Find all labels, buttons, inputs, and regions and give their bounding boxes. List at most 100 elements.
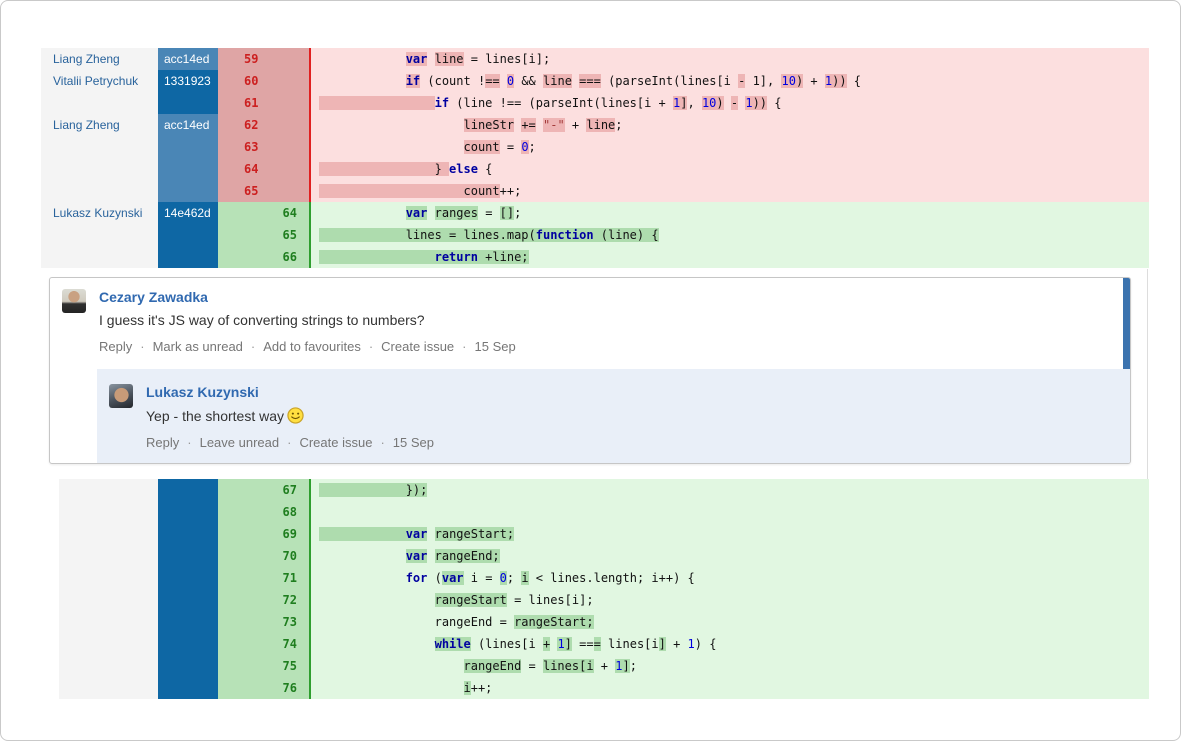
code-line[interactable]: rangeEnd = rangeStart; bbox=[311, 611, 1149, 633]
code-token: count bbox=[463, 140, 500, 154]
diff-row-new-68: 68 bbox=[59, 501, 1149, 523]
comment-main-action-create-issue[interactable]: Create issue bbox=[381, 339, 455, 354]
comment-main-action-add-to-favourites[interactable]: Add to favourites bbox=[263, 339, 361, 354]
line-number[interactable]: 68 bbox=[218, 501, 311, 523]
code-token: = bbox=[521, 659, 543, 673]
line-number[interactable]: 73 bbox=[218, 611, 311, 633]
code-line[interactable]: lineStr += "-" + line; bbox=[311, 114, 1149, 136]
code-line[interactable]: var rangeStart; bbox=[311, 523, 1149, 545]
comment-body: I guess it's JS way of converting string… bbox=[99, 312, 425, 328]
code-token: + bbox=[593, 659, 616, 673]
code-token: line bbox=[434, 52, 464, 66]
code-line[interactable]: rangeEnd = lines[i + 1]; bbox=[311, 655, 1149, 677]
code-token: (line !== (parseInt(lines[i + bbox=[449, 96, 674, 110]
diff-row-new-74: 74 while (lines[i + 1] === lines[i] + 1)… bbox=[59, 633, 1149, 655]
line-number[interactable]: 70 bbox=[218, 545, 311, 567]
line-number[interactable]: 66 bbox=[218, 246, 311, 268]
code-token: += bbox=[521, 118, 536, 132]
code-token: while bbox=[434, 637, 471, 651]
commit-hash bbox=[158, 611, 218, 633]
commit-hash[interactable]: 14e462d bbox=[158, 202, 218, 224]
comment-reply-action-reply[interactable]: Reply bbox=[146, 435, 180, 450]
author-cell[interactable]: Liang Zheng bbox=[41, 48, 158, 70]
line-number[interactable]: 62 bbox=[218, 114, 311, 136]
code-line[interactable]: rangeStart = lines[i]; bbox=[311, 589, 1149, 611]
code-token: var bbox=[405, 206, 428, 220]
avatar[interactable] bbox=[62, 289, 86, 313]
line-number[interactable]: 61 bbox=[218, 92, 311, 114]
code-line[interactable]: if (line !== (parseInt(lines[i + 1], 10)… bbox=[311, 92, 1149, 114]
author-cell[interactable]: Lukasz Kuzynski bbox=[41, 202, 158, 224]
code-token bbox=[319, 681, 464, 695]
comment-reply-action-create-issue[interactable]: Create issue bbox=[299, 435, 373, 450]
code-line[interactable]: count = 0; bbox=[311, 136, 1149, 158]
code-token bbox=[319, 637, 435, 651]
code-line[interactable]: while (lines[i + 1] === lines[i] + 1) { bbox=[311, 633, 1149, 655]
author-cell[interactable]: Vitalii Petrychuk bbox=[41, 70, 158, 92]
code-line[interactable]: i++; bbox=[311, 677, 1149, 699]
line-number[interactable]: 69 bbox=[218, 523, 311, 545]
line-number[interactable]: 67 bbox=[218, 479, 311, 501]
code-line[interactable]: if (count !== 0 && line === (parseInt(li… bbox=[311, 70, 1149, 92]
line-number[interactable]: 71 bbox=[218, 567, 311, 589]
code-token bbox=[427, 549, 434, 563]
comment-main-action-reply[interactable]: Reply bbox=[99, 339, 133, 354]
code-token: ; bbox=[629, 659, 637, 673]
line-number[interactable]: 74 bbox=[218, 633, 311, 655]
code-line[interactable] bbox=[311, 501, 1149, 523]
code-token: ; bbox=[506, 571, 522, 585]
avatar[interactable] bbox=[109, 384, 133, 408]
comment-author-link[interactable]: Cezary Zawadka bbox=[99, 289, 208, 305]
comment-main-action-mark-as-unread[interactable]: Mark as unread bbox=[152, 339, 243, 354]
code-line[interactable]: count++; bbox=[311, 180, 1149, 202]
code-token: rangeEnd bbox=[463, 659, 522, 673]
comment-author-link[interactable]: Lukasz Kuzynski bbox=[146, 384, 259, 400]
code-line[interactable]: var ranges = []; bbox=[311, 202, 1149, 224]
code-token: - bbox=[730, 96, 739, 110]
code-line[interactable]: var line = lines[i]; bbox=[311, 48, 1149, 70]
code-line[interactable]: }); bbox=[311, 479, 1149, 501]
line-number[interactable]: 65 bbox=[218, 180, 311, 202]
author-cell bbox=[59, 677, 158, 699]
code-line[interactable]: for (var i = 0; i < lines.length; i++) { bbox=[311, 567, 1149, 589]
code-token: } bbox=[319, 162, 450, 176]
code-token: 10 bbox=[781, 74, 796, 88]
code-token: }); bbox=[405, 483, 428, 497]
line-number[interactable]: 64 bbox=[218, 158, 311, 180]
code-line[interactable]: } else { bbox=[311, 158, 1149, 180]
separator-dot: · bbox=[368, 339, 374, 354]
code-token: var bbox=[441, 571, 464, 585]
line-number[interactable]: 65 bbox=[218, 224, 311, 246]
code-line[interactable]: var rangeEnd; bbox=[311, 545, 1149, 567]
line-number[interactable]: 76 bbox=[218, 677, 311, 699]
author-cell bbox=[59, 479, 158, 501]
line-number[interactable]: 75 bbox=[218, 655, 311, 677]
comment-reply-action-leave-unread[interactable]: Leave unread bbox=[199, 435, 280, 450]
author-cell[interactable]: Liang Zheng bbox=[41, 114, 158, 136]
code-line[interactable]: return +line; bbox=[311, 246, 1149, 268]
code-token: rangeStart; bbox=[514, 615, 594, 629]
commit-hash[interactable]: acc14ed bbox=[158, 48, 218, 70]
commit-hash bbox=[158, 92, 218, 114]
code-token: 1 bbox=[745, 96, 753, 110]
code-token bbox=[319, 74, 406, 88]
code-line[interactable]: lines = lines.map(function (line) { bbox=[311, 224, 1149, 246]
comment-actions: Reply·Leave unread·Create issue·15 Sep bbox=[146, 435, 434, 450]
commit-hash[interactable]: acc14ed bbox=[158, 114, 218, 136]
author-cell bbox=[59, 523, 158, 545]
line-number[interactable]: 59 bbox=[218, 48, 311, 70]
code-token bbox=[319, 659, 464, 673]
commit-hash[interactable]: 1331923 bbox=[158, 70, 218, 92]
author-cell bbox=[59, 611, 158, 633]
code-token: lines = lines.map( bbox=[319, 228, 536, 242]
code-token: (count ! bbox=[420, 74, 486, 88]
line-number[interactable]: 72 bbox=[218, 589, 311, 611]
line-number[interactable]: 64 bbox=[218, 202, 311, 224]
author-cell bbox=[59, 501, 158, 523]
code-token: { bbox=[767, 96, 782, 110]
code-token: var bbox=[405, 527, 428, 541]
line-number[interactable]: 60 bbox=[218, 70, 311, 92]
commit-hash bbox=[158, 633, 218, 655]
comment-content: Cezary Zawadka I guess it's JS way of co… bbox=[99, 287, 516, 369]
line-number[interactable]: 63 bbox=[218, 136, 311, 158]
